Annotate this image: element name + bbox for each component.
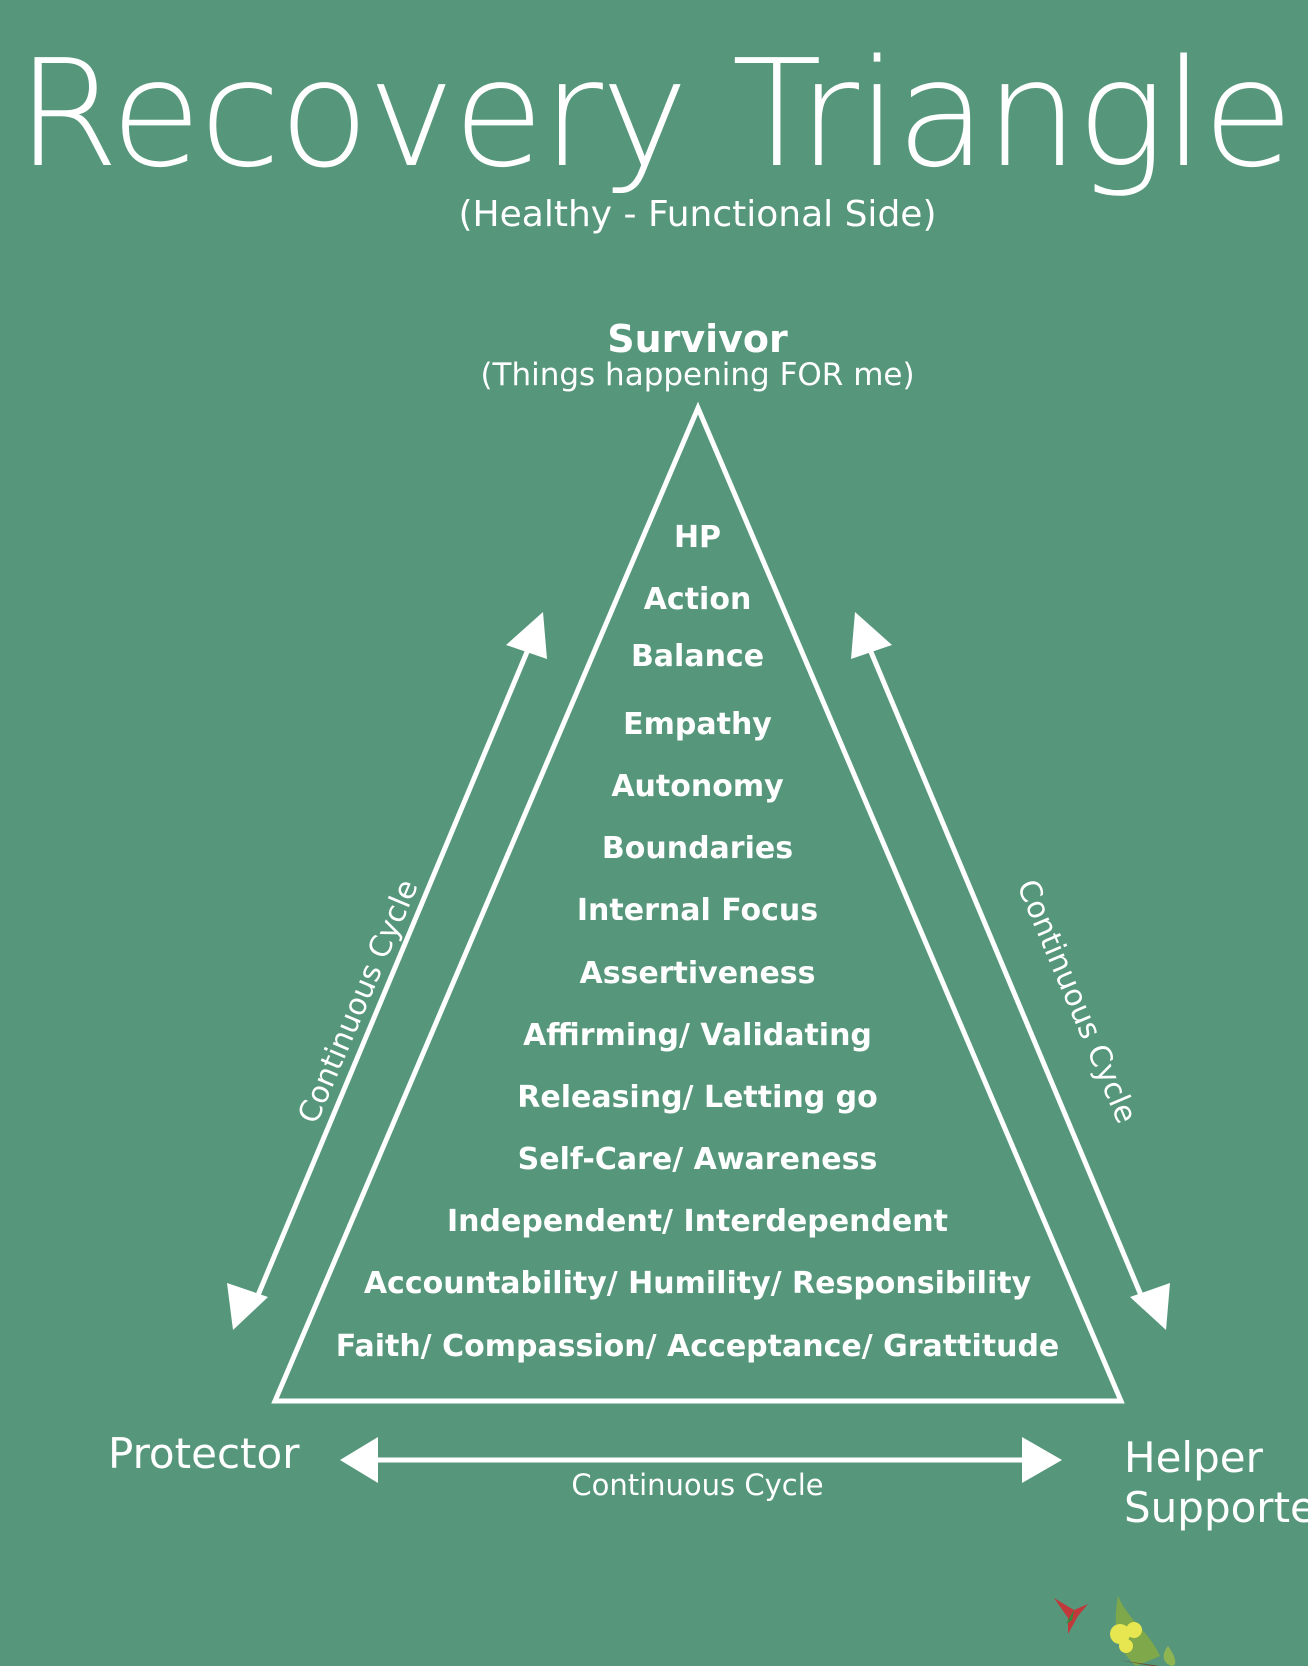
triangle-item: Action: [0, 582, 1308, 617]
triangle-item: Self-Care/ Awareness: [0, 1142, 1308, 1177]
triangle-item: Assertiveness: [0, 956, 1308, 991]
triangle-item: Autonomy: [0, 769, 1308, 804]
triangle-item: Empathy: [0, 707, 1308, 742]
triangle-item: Boundaries: [0, 831, 1308, 866]
apex-sublabel: (Things happening FOR me): [0, 360, 1308, 391]
triangle-item: Faith/ Compassion/ Acceptance/ Grattitud…: [0, 1329, 1308, 1364]
triangle-item: Accountability/ Humility/ Responsibility: [0, 1266, 1308, 1301]
triangle-item: Independent/ Interdependent: [0, 1204, 1308, 1239]
triangle-item: Internal Focus: [0, 893, 1308, 928]
triangle-item: Balance: [0, 639, 1308, 674]
cycle-label-bottom: Continuous Cycle: [0, 1468, 1308, 1502]
apex-label: Survivor: [0, 320, 1308, 358]
hummingbird-and-leaves-icon: [1054, 1596, 1175, 1666]
triangle-item: HP: [0, 520, 1308, 555]
